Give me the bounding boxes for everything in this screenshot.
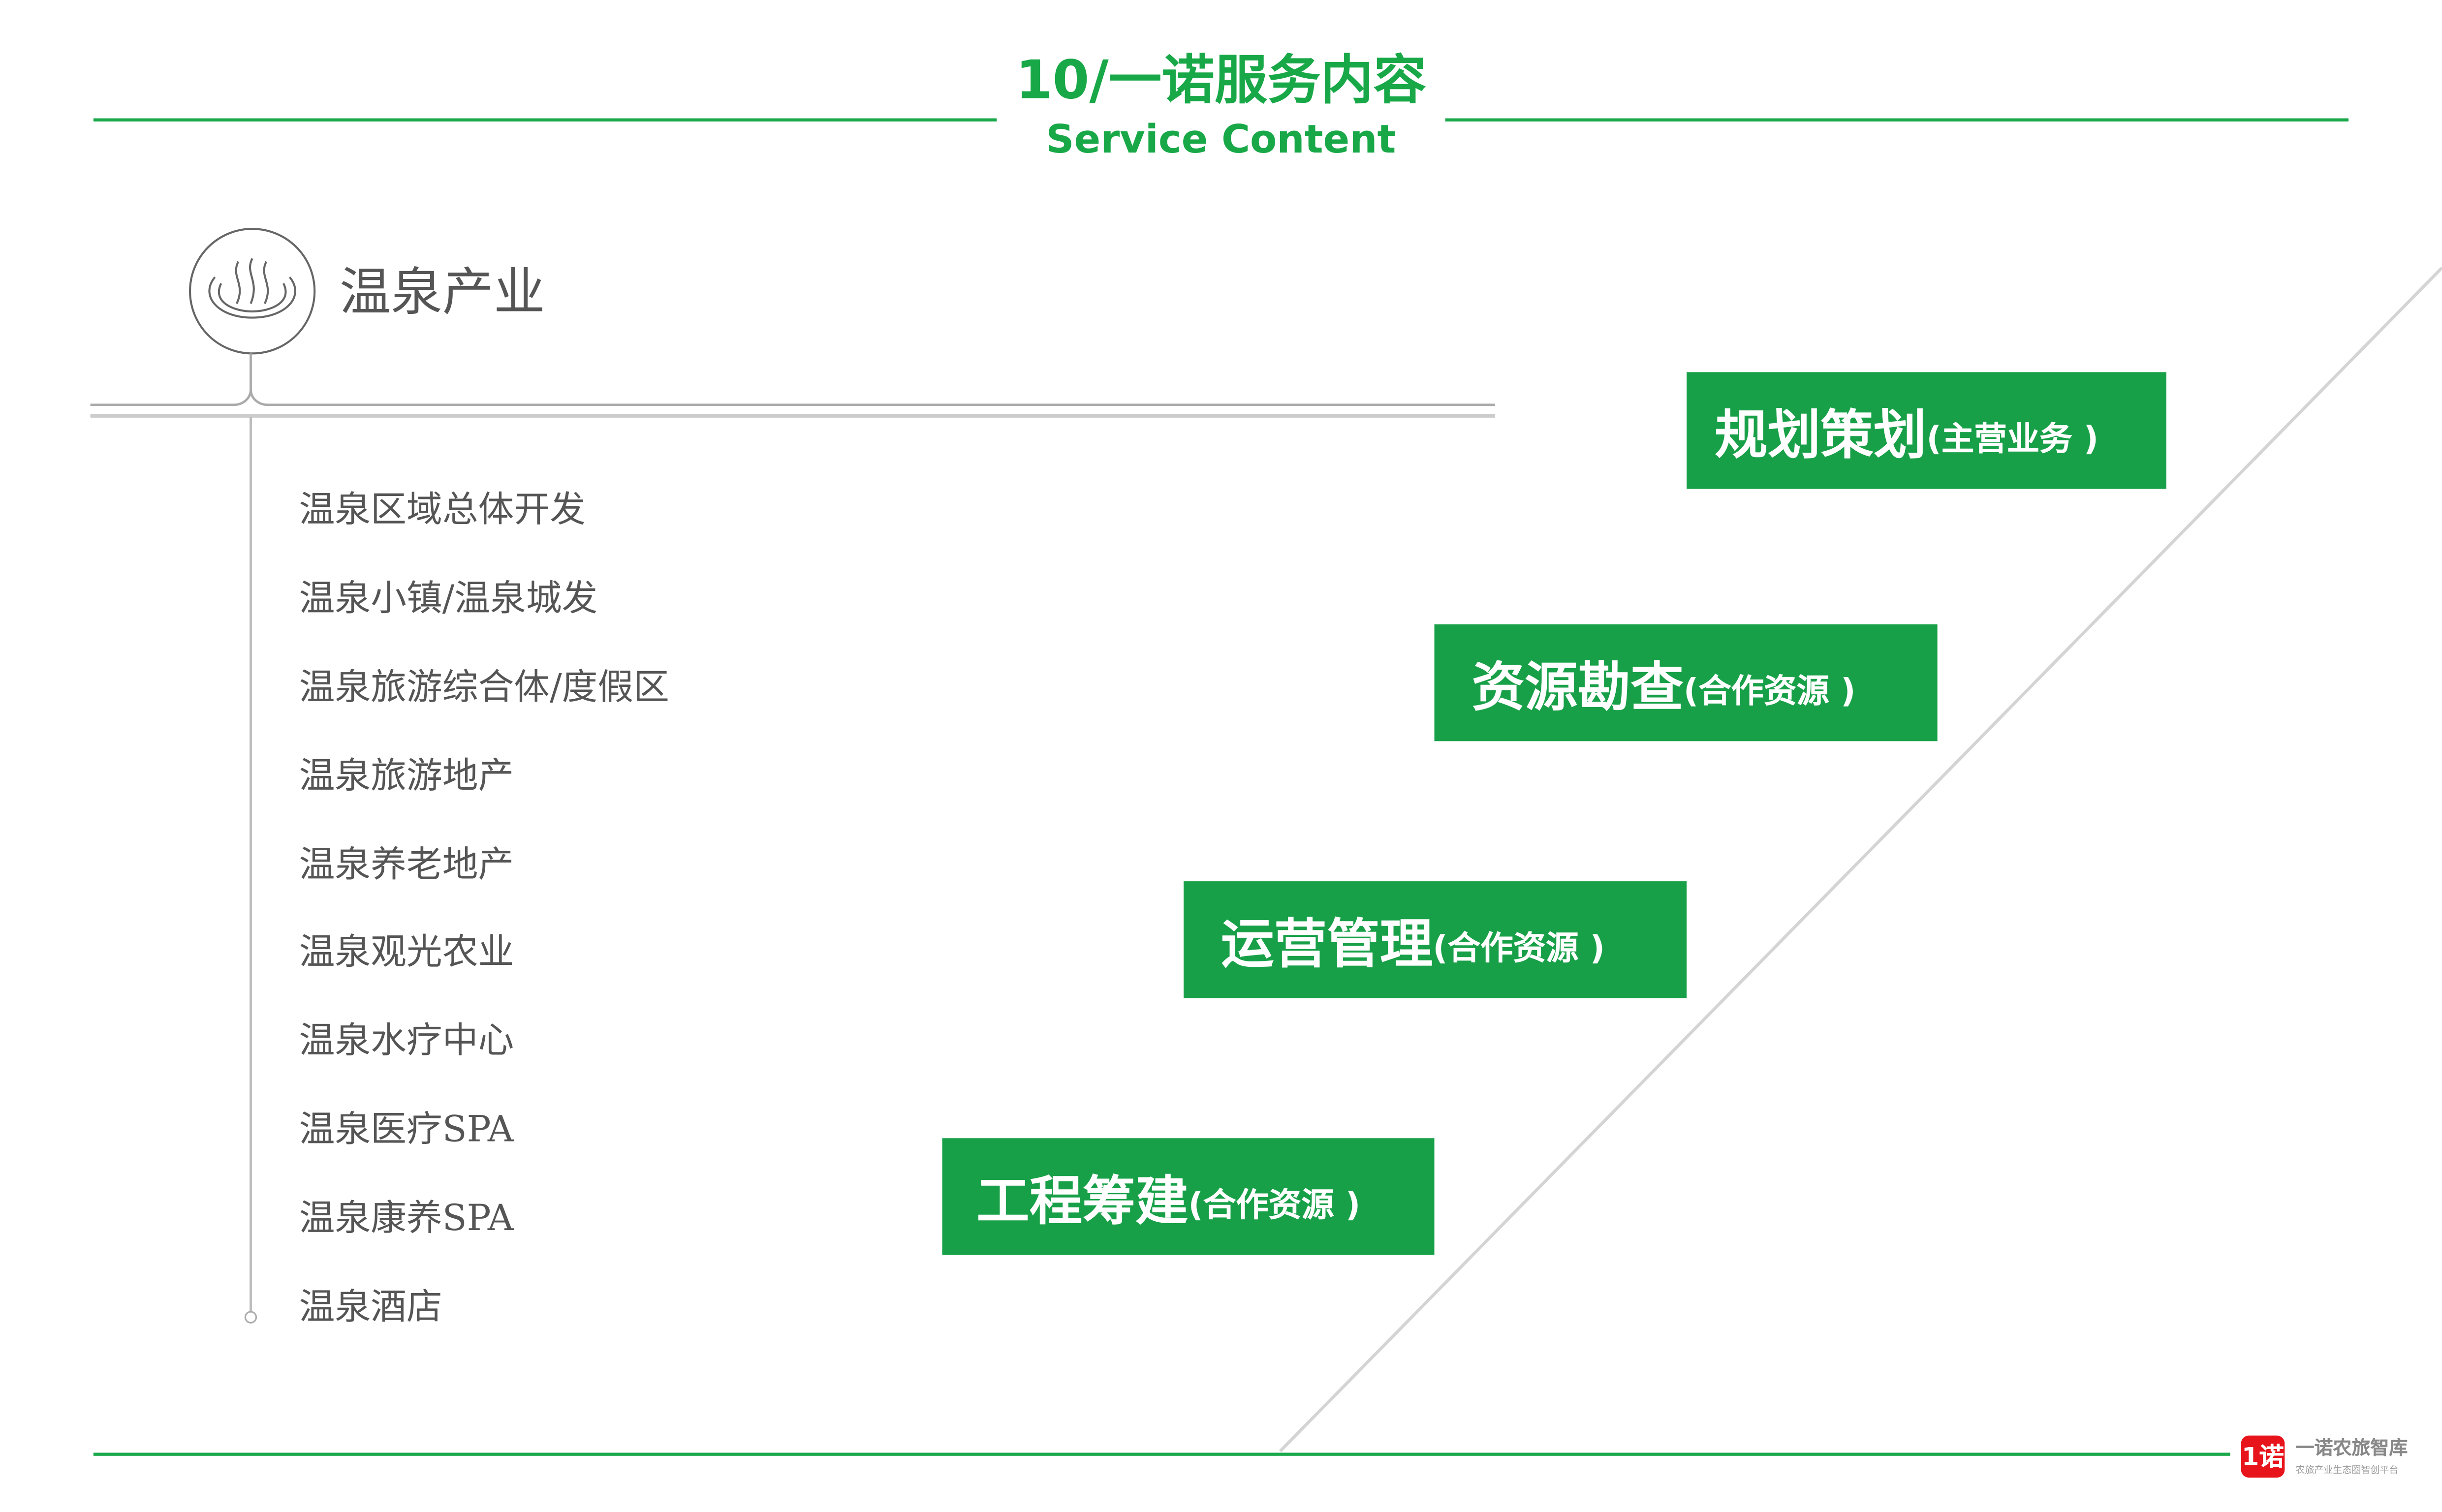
service-note: (合作资源 ): [1683, 672, 1856, 710]
footer-rule: [93, 1452, 2230, 1455]
logo-mark: 1诺: [2241, 1435, 2285, 1478]
service-note: (主营业务 ): [1926, 419, 2099, 457]
diagonal-line: [1279, 267, 2442, 1452]
category-title: 温泉产业: [339, 261, 545, 323]
service-box-operations: 运营管理(合作资源 ): [1184, 881, 1687, 998]
header-rule-right: [1445, 118, 2349, 121]
logo-name: 一诺农旅智库: [2295, 1437, 2408, 1459]
list-item: 温泉区域总体开发: [299, 490, 586, 531]
page-subtitle: Service Content: [1046, 117, 1396, 162]
list-item: 温泉康养SPA: [299, 1199, 514, 1239]
list-item: 温泉观光农业: [299, 932, 514, 973]
header-rule-left: [93, 118, 997, 121]
hot-spring-icon: [189, 228, 316, 355]
service-note: (合作资源 ): [1433, 928, 1605, 966]
list-item: 温泉养老地产: [299, 845, 514, 886]
service-box-survey: 资源勘查(合作资源 ): [1434, 624, 1938, 741]
service-box-construction: 工程筹建(合作资源 ): [942, 1138, 1435, 1255]
list-item: 温泉医疗SPA: [299, 1110, 514, 1151]
service-title: 资源勘查: [1471, 657, 1684, 719]
logo-tagline: 农旅产业生态圈智创平台: [2295, 1465, 2399, 1476]
list-item: 温泉水疗中心: [299, 1021, 514, 1062]
list-item: 温泉旅游综合体/度假区: [299, 668, 669, 709]
list-item: 温泉酒店: [299, 1288, 442, 1328]
list-item: 温泉旅游地产: [299, 756, 514, 798]
list-item: 温泉小镇/温泉城发: [299, 579, 598, 620]
page-title: 10/一诺服务内容: [1015, 50, 1427, 112]
service-title: 规划策划: [1715, 404, 1927, 467]
service-box-planning: 规划策划(主营业务 ): [1687, 372, 2166, 489]
service-note: (合作资源 ): [1188, 1185, 1361, 1223]
service-title: 运营管理: [1221, 914, 1433, 977]
timeline-end-dot: [244, 1311, 257, 1324]
service-title: 工程筹建: [976, 1171, 1189, 1234]
